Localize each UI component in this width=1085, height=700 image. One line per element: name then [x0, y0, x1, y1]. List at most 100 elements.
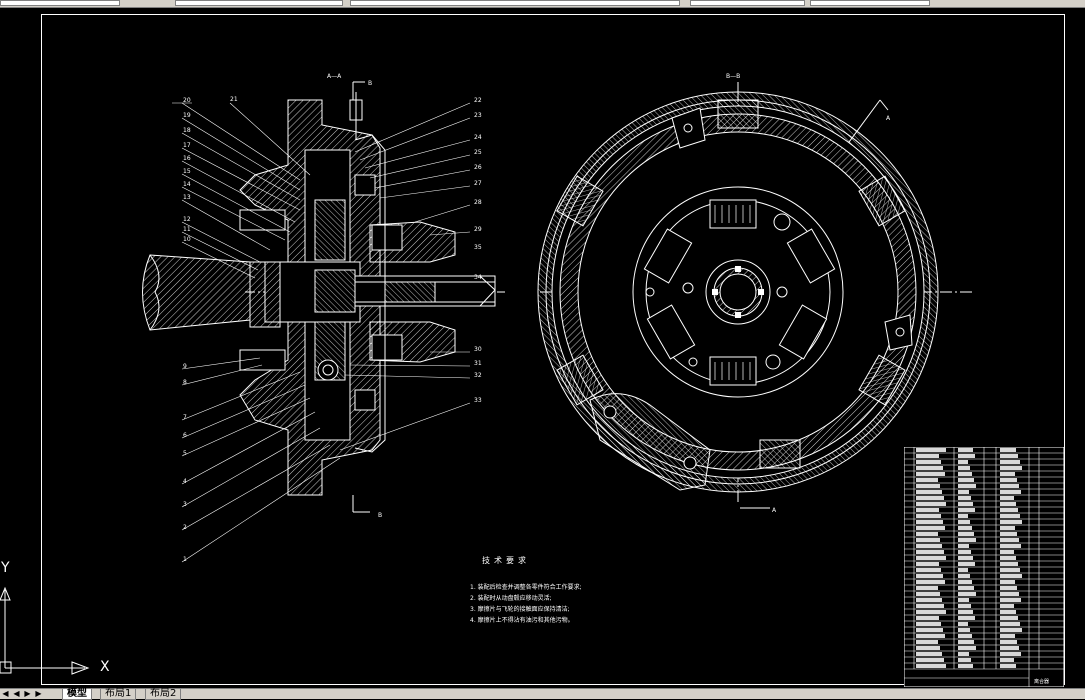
bom-cell [1000, 508, 1018, 512]
bom-cell [916, 478, 938, 482]
technical-notes: 技术要求 1. 装配后检查并调整各零件符合工作要求; 2. 装配时从动盘毂应移动… [470, 555, 670, 626]
bom-cell [1000, 550, 1014, 554]
callout-number: 4 [183, 478, 187, 485]
bom-cell [1000, 532, 1017, 536]
bom-cell [958, 610, 973, 614]
bom-cell [1000, 514, 1020, 518]
ucs-icon [0, 586, 90, 675]
callout-number: 32 [474, 372, 482, 379]
left-section-view [142, 81, 505, 563]
bom-cell [1000, 466, 1022, 470]
tab-layout2[interactable]: 布局2 [145, 689, 182, 700]
bom-cell [916, 610, 946, 614]
bom-cell [1000, 544, 1021, 548]
bom-cell [958, 562, 975, 566]
cut-label-b-top: B [368, 80, 372, 87]
tab-prev-icon[interactable]: ◀ [13, 689, 20, 698]
callout-number: 23 [474, 112, 482, 119]
bom-cell [1000, 496, 1014, 500]
callout-number: 33 [474, 397, 482, 404]
bom-cell [916, 622, 941, 626]
tab-next-icon[interactable]: ▶ [24, 689, 31, 698]
callout-number: 2 [183, 524, 187, 531]
bom-cell [916, 496, 944, 500]
toolbar-field[interactable] [690, 0, 805, 6]
bom-cell [958, 556, 973, 560]
bom-cell [958, 616, 975, 620]
bom-cell [958, 538, 976, 542]
bom-cell [916, 640, 938, 644]
bom-cell [958, 502, 973, 506]
ucs-y-label: Y [1, 560, 10, 576]
bom-cell [916, 562, 939, 566]
callout-top: 21 [230, 96, 238, 103]
bom-cell [916, 502, 946, 506]
callout-number: 26 [474, 164, 482, 171]
note-item: 4. 摩擦片上不得沾有油污和其他污物。 [470, 617, 574, 624]
callout-number: 1 [183, 556, 187, 563]
bom-cell [958, 544, 969, 548]
toolbar-field[interactable] [350, 0, 680, 6]
bom-cell [916, 652, 942, 656]
callout-number: 9 [183, 363, 187, 370]
bom-cell [1000, 646, 1019, 650]
bom-cell [916, 580, 945, 584]
bom-cell [916, 628, 943, 632]
bom-cell [1000, 526, 1015, 530]
callout-number: 19 [183, 112, 191, 119]
bom-cell [958, 532, 974, 536]
bom-cell [916, 526, 945, 530]
tab-first-icon[interactable]: ◀ [2, 689, 9, 698]
bom-cell [958, 508, 975, 512]
bom-cell [958, 580, 972, 584]
bom-cell [1000, 622, 1020, 626]
toolbar-field[interactable] [0, 0, 120, 6]
bom-cell [916, 466, 943, 470]
bom-cell [1000, 574, 1022, 578]
bom-cell [916, 556, 946, 560]
toolbar-field[interactable] [175, 0, 343, 6]
bom-cell [958, 652, 969, 656]
callout-number: 12 [183, 216, 191, 223]
right-section-view [537, 82, 975, 509]
toolbar-strip [0, 0, 1085, 8]
note-item: 1. 装配后检查并调整各零件符合工作要求; [470, 584, 582, 591]
drawing-frame [41, 14, 1065, 685]
bom-cell [958, 568, 968, 572]
bom-cell [916, 460, 941, 464]
callout-number: 22 [474, 97, 482, 104]
callout-number: 35 [474, 244, 482, 251]
bom-cell [1000, 478, 1017, 482]
bom-cell [1000, 502, 1016, 506]
tab-layout1[interactable]: 布局1 [100, 689, 137, 700]
callout-number: 28 [474, 199, 482, 206]
bom-cell [958, 604, 971, 608]
callout-number: 27 [474, 180, 482, 187]
bom-cell [916, 616, 939, 620]
bom-cell [958, 466, 970, 470]
callout-number: 31 [474, 360, 482, 367]
right-view-labels: B—B A A [726, 73, 891, 514]
tab-model[interactable]: 模型 [62, 689, 92, 700]
bom-cell [916, 532, 938, 536]
bom-cell [916, 658, 944, 662]
bom-cell [916, 634, 945, 638]
bom-cell [958, 574, 970, 578]
bom-cell [916, 568, 941, 572]
bom-cell [1000, 460, 1020, 464]
bom-cell [916, 664, 946, 668]
tab-last-icon[interactable]: ▶ [35, 689, 42, 698]
bom-cell [1000, 586, 1017, 590]
bom-cell [958, 526, 972, 530]
bom-cell [958, 460, 968, 464]
bom-table: 离合器 [904, 447, 1064, 687]
toolbar-field[interactable] [810, 0, 930, 6]
bom-cell [916, 538, 940, 542]
bom-cell [958, 598, 969, 602]
bom-cell [916, 592, 940, 596]
ucs-x-label: X [100, 659, 110, 675]
callout-number: 34 [474, 274, 482, 281]
